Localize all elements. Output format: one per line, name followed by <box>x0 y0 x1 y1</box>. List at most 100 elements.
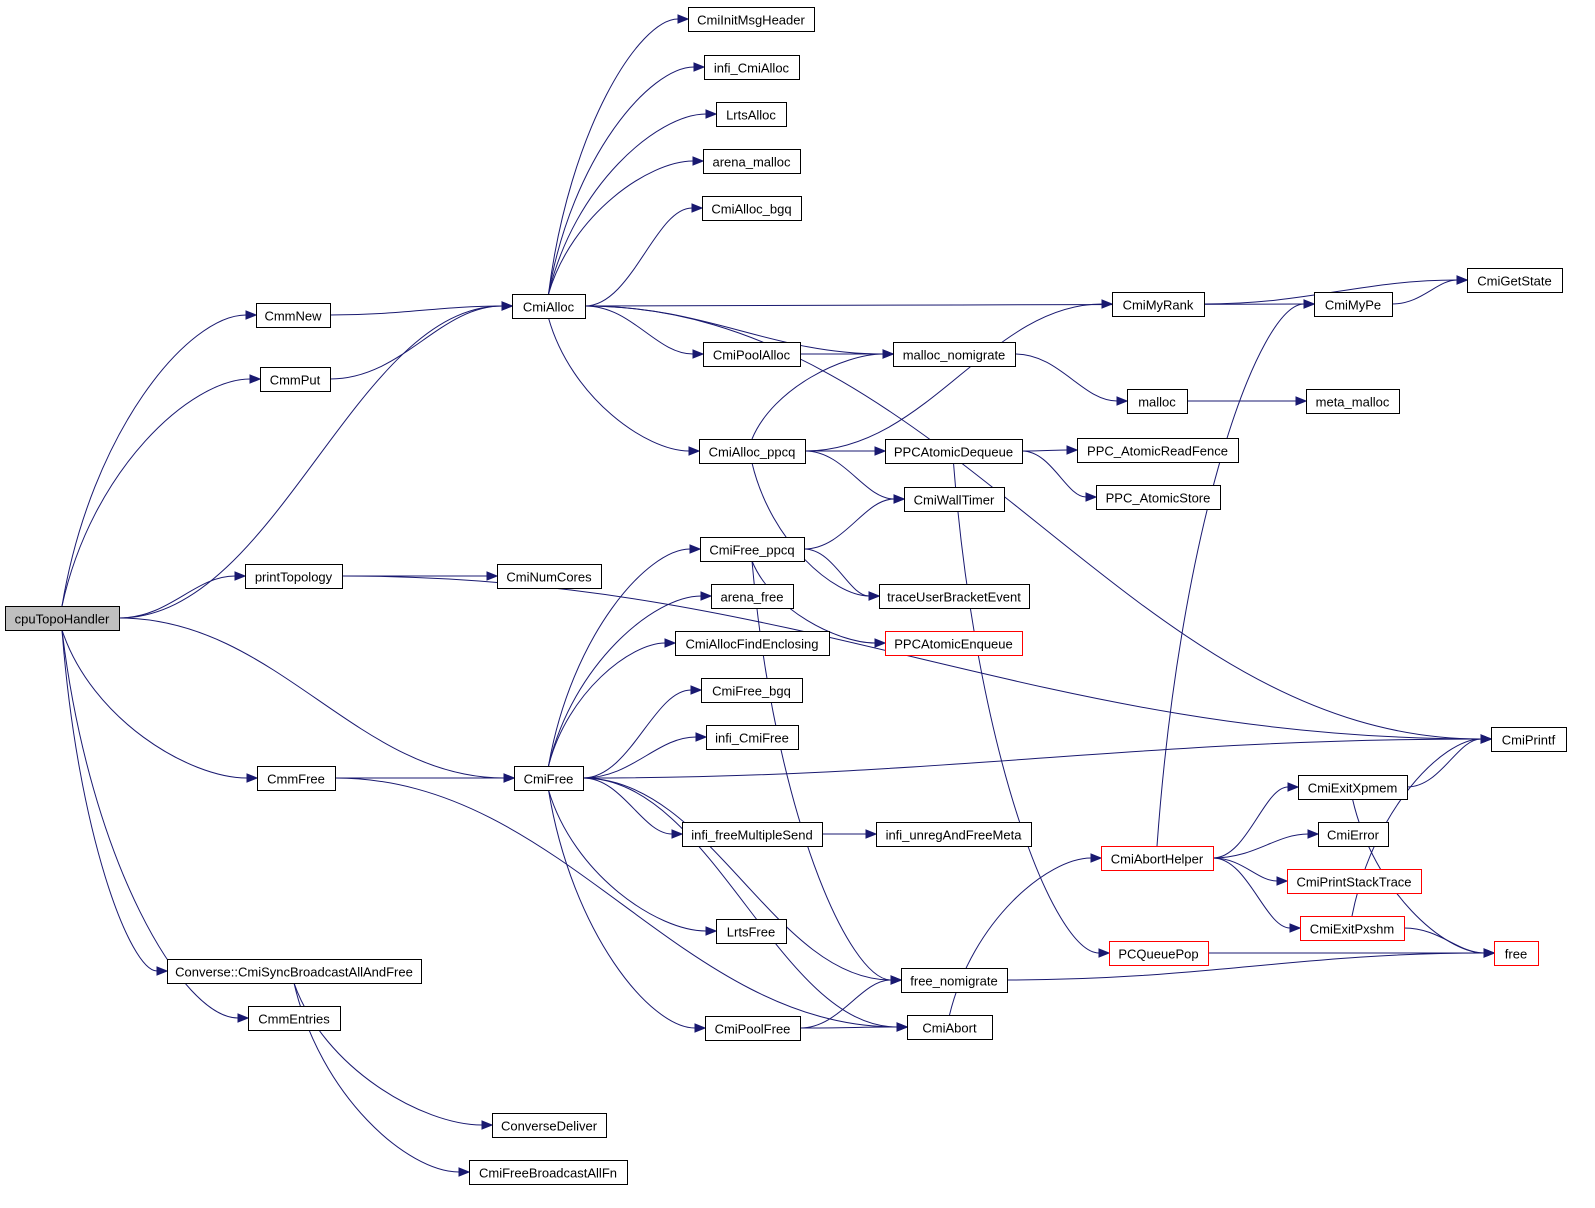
node-arena-free[interactable]: arena_free <box>711 584 794 609</box>
node-cmi-alloc[interactable]: CmiAlloc <box>512 294 586 319</box>
node-box <box>167 959 422 984</box>
arrowhead-icon <box>691 203 704 213</box>
node-ppcatomic-dequeue[interactable]: PPCAtomicDequeue <box>885 439 1023 464</box>
node-malloc[interactable]: malloc <box>1127 389 1188 414</box>
node-cmi-print-stack-trace[interactable]: CmiPrintStackTrace <box>1287 869 1422 894</box>
node-arena-malloc[interactable]: arena_malloc <box>703 149 801 174</box>
arrowhead-icon <box>501 301 514 311</box>
node-cmi-alloc-find-enclosing[interactable]: CmiAllocFindEnclosing <box>675 631 830 656</box>
node-ppc-atomic-read-fence[interactable]: PPC_AtomicReadFence <box>1077 438 1239 463</box>
edge-line <box>582 777 892 981</box>
arrowhead-icon <box>893 494 906 504</box>
node-cmi-pool-free[interactable]: CmiPoolFree <box>705 1016 801 1041</box>
node-cmm-put[interactable]: CmmPut <box>260 367 331 392</box>
node-cmi-exit-pxshm[interactable]: CmiExitPxshm <box>1300 916 1405 941</box>
edge-cmi-free-ppcq-to-trace-user-bracket-event <box>803 548 881 601</box>
node-cmi-free-ppcq[interactable]: CmiFree_ppcq <box>700 537 805 562</box>
arrowhead-icon <box>692 349 705 359</box>
node-box <box>257 766 336 791</box>
edge-cmi-free-to-cmi-free-ppcq <box>548 544 702 767</box>
node-label: CmmNew <box>264 309 322 324</box>
node-pcqueue-pop[interactable]: PCQueuePop <box>1109 941 1209 966</box>
edge-line <box>582 777 898 1028</box>
node-infi-cmi-alloc[interactable]: infi_CmiAlloc <box>704 55 800 80</box>
node-label: CmiPoolFree <box>715 1022 791 1037</box>
node-box <box>1494 941 1539 966</box>
node-cmi-my-pe[interactable]: CmiMyPe <box>1314 292 1393 317</box>
arrowhead-icon <box>693 62 706 72</box>
node-cmi-printf[interactable]: CmiPrintf <box>1491 727 1567 752</box>
node-box <box>1096 485 1221 510</box>
node-label: printTopology <box>255 570 333 585</box>
edge-free-nomigrate-to-free <box>1006 948 1496 981</box>
edge-cmi-abort-helper-to-cmi-exit-xpmem <box>1212 782 1300 859</box>
node-cmi-wall-timer[interactable]: CmiWallTimer <box>904 487 1005 512</box>
node-cmi-free-bgq[interactable]: CmiFree_bgq <box>701 678 803 703</box>
node-lrts-alloc[interactable]: LrtsAlloc <box>716 102 787 127</box>
node-label: infi_freeMultipleSend <box>691 828 812 843</box>
node-ppc-atomic-store[interactable]: PPC_AtomicStore <box>1096 485 1221 510</box>
node-cmi-alloc-bgq[interactable]: CmiAlloc_bgq <box>702 196 802 221</box>
node-cmi-sync-broadcast-all-and-free[interactable]: Converse::CmiSyncBroadcastAllAndFree <box>167 959 422 984</box>
node-cmi-exit-xpmem[interactable]: CmiExitXpmem <box>1298 775 1408 800</box>
node-cmm-new[interactable]: CmmNew <box>256 303 331 328</box>
arrowhead-icon <box>481 1120 494 1130</box>
node-cmm-free[interactable]: CmmFree <box>257 766 336 791</box>
node-cmi-get-state[interactable]: CmiGetState <box>1467 268 1563 293</box>
node-infi-cmi-free[interactable]: infi_CmiFree <box>706 725 799 750</box>
edge-line <box>548 18 679 295</box>
node-cmi-init-msg-header[interactable]: CmiInitMsgHeader <box>688 7 815 32</box>
node-box <box>893 342 1016 367</box>
node-converse-deliver[interactable]: ConverseDeliver <box>492 1113 607 1138</box>
node-box <box>1298 775 1408 800</box>
node-cmi-num-cores[interactable]: CmiNumCores <box>497 564 602 589</box>
arrowhead-icon <box>237 1013 250 1023</box>
node-trace-user-bracket-event[interactable]: traceUserBracketEvent <box>879 584 1030 609</box>
edge-line <box>799 979 892 1029</box>
node-lrts-free[interactable]: LrtsFree <box>716 919 787 944</box>
node-cmi-abort[interactable]: CmiAbort <box>907 1015 993 1040</box>
node-label: free_nomigrate <box>910 974 997 989</box>
edge-cmi-alloc-to-cmi-alloc-bgq <box>584 203 704 307</box>
node-cmi-error[interactable]: CmiError <box>1318 822 1389 847</box>
node-box <box>904 487 1005 512</box>
node-infi-free-multiple-send[interactable]: infi_freeMultipleSend <box>682 822 823 847</box>
edge-line <box>582 689 692 779</box>
node-cmm-entries[interactable]: CmmEntries <box>248 1006 341 1031</box>
edge-line <box>1403 927 1485 954</box>
edge-line <box>582 736 697 779</box>
node-cmi-my-rank[interactable]: CmiMyRank <box>1112 292 1205 317</box>
node-print-topology[interactable]: printTopology <box>245 564 343 589</box>
edge-line <box>582 738 1482 779</box>
node-cmi-pool-alloc[interactable]: CmiPoolAlloc <box>703 342 801 367</box>
edge-cmi-alloc-ppcq-to-malloc-nomigrate <box>751 349 895 440</box>
edge-line <box>1212 833 1309 859</box>
node-box <box>512 294 586 319</box>
node-box <box>1318 822 1389 847</box>
node-cmi-free[interactable]: CmiFree <box>514 766 584 791</box>
node-label: CmiFreeBroadcastAllFn <box>479 1166 617 1181</box>
edge-line <box>61 629 158 972</box>
node-free-nomigrate[interactable]: free_nomigrate <box>901 968 1008 993</box>
edge-line <box>61 629 239 1019</box>
node-box <box>245 564 343 589</box>
node-box <box>876 822 1032 847</box>
node-box <box>1467 268 1563 293</box>
node-free[interactable]: free <box>1494 941 1539 966</box>
node-cmi-alloc-ppcq[interactable]: CmiAlloc_ppcq <box>699 439 806 464</box>
node-meta-malloc[interactable]: meta_malloc <box>1306 389 1400 414</box>
node-label: arena_malloc <box>712 155 791 170</box>
node-ppcatomic-enqueue[interactable]: PPCAtomicEnqueue <box>885 631 1023 656</box>
node-malloc-nomigrate[interactable]: malloc_nomigrate <box>893 342 1016 367</box>
node-box <box>492 1113 607 1138</box>
edge-line <box>584 305 694 355</box>
edge-line <box>118 617 505 779</box>
node-label: CmmEntries <box>258 1012 330 1027</box>
arrowhead-icon <box>156 966 169 976</box>
arrowhead-icon <box>1090 853 1103 863</box>
node-infi-unreg-and-free-meta[interactable]: infi_unregAndFreeMeta <box>876 822 1032 847</box>
node-label: infi_CmiAlloc <box>714 61 790 76</box>
edge-ppcatomic-dequeue-to-ppc-atomic-store <box>1021 450 1098 502</box>
node-cmi-free-broadcast-all-fn[interactable]: CmiFreeBroadcastAllFn <box>469 1160 628 1185</box>
node-cmi-abort-helper[interactable]: CmiAbortHelper <box>1101 846 1214 871</box>
